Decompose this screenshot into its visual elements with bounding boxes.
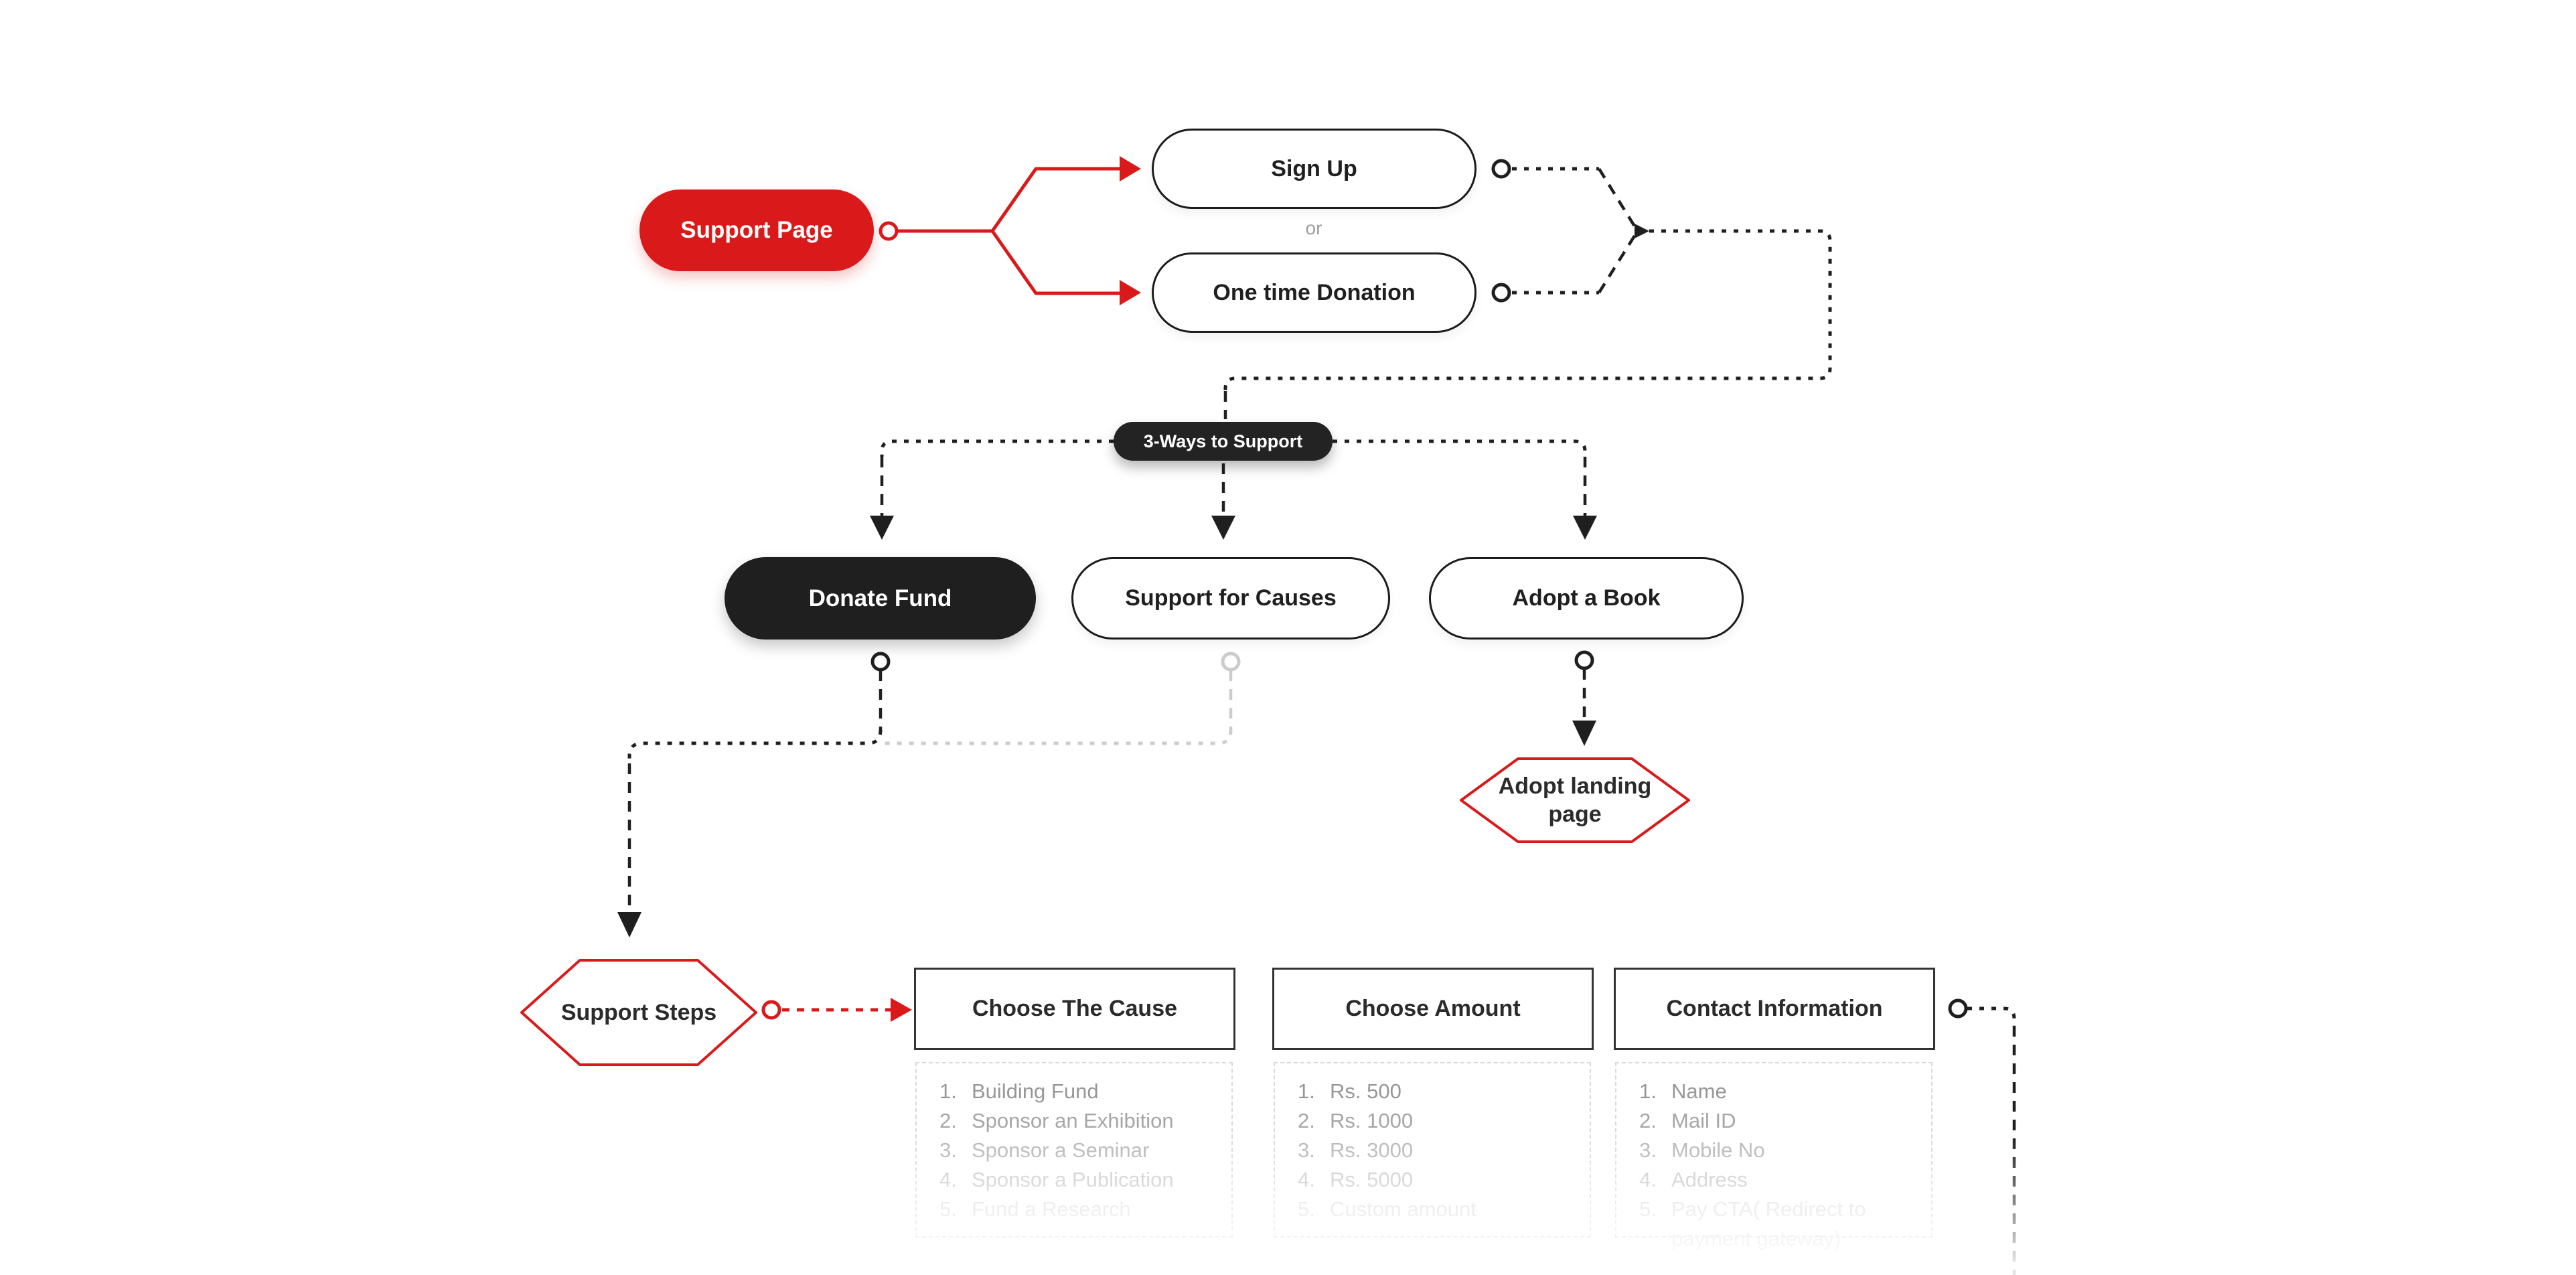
connector-ring-donate-fund	[870, 652, 891, 672]
dashed-diagonal-signup	[1598, 167, 1637, 230]
panel-contact-information: 1.Name 2.Mail ID 3.Mobile No 4.Address 5.Pay…	[1615, 1062, 1933, 1250]
connector-ring-support-causes-inactive	[1221, 652, 1241, 672]
connector-ring-signup	[1491, 159, 1511, 179]
red-arrowhead-signup-icon	[1120, 156, 1141, 181]
cause-list: 1.Building Fund 2.Sponsor an Exhibition 3.…	[939, 1077, 1225, 1224]
branch-right-dotted	[1333, 439, 1587, 457]
box-choose-the-cause: Choose The Cause	[914, 968, 1235, 1050]
box-choose-amount: Choose Amount	[1272, 968, 1594, 1050]
arrowhead-support-steps-icon	[617, 912, 641, 937]
contact-elbow-dotted	[1967, 1006, 2016, 1026]
node-support-for-causes-label: Support for Causes	[1125, 585, 1337, 611]
list-item: 5.Custom amount	[1298, 1197, 1476, 1221]
list-item: 3.Sponsor a Seminar	[939, 1138, 1150, 1162]
amount-list: 1.Rs. 500 2.Rs. 1000 3.Rs. 3000 4.Rs. 5000 5…	[1298, 1077, 1583, 1224]
or-separator-label: or	[1305, 218, 1322, 238]
merge-arrowhead-icon	[1635, 224, 1649, 238]
connector-ring-contact	[1948, 998, 1968, 1019]
arrowhead-adopt-book-icon	[1573, 516, 1597, 540]
dashed-diagonal-donation	[1598, 232, 1637, 294]
panel-choose-the-cause: 1.Building Fund 2.Sponsor an Exhibition 3.…	[915, 1062, 1233, 1238]
support-steps-hexagon	[520, 959, 757, 1066]
connector-ring-support-steps	[761, 1000, 781, 1020]
contact-list: 1.Name 2.Mail ID 3.Mobile No 4.Address 5.Pay…	[1639, 1077, 1924, 1254]
list-item: 5.Pay CTA( Redirect to payment gateway)	[1639, 1197, 1866, 1250]
node-donate-fund-label: Donate Fund	[808, 585, 952, 611]
node-adopt-a-book: Adopt a Book	[1429, 557, 1744, 640]
box-contact-information: Contact Information	[1614, 968, 1935, 1050]
box-choose-the-cause-title: Choose The Cause	[972, 996, 1178, 1021]
red-arrowhead-donation-icon	[1120, 280, 1141, 305]
connector-ring-donation	[1491, 283, 1511, 303]
red-arrowhead-steps-icon	[891, 998, 912, 1022]
node-three-ways: 3-Ways to Support	[1114, 422, 1333, 461]
branch-left-dotted	[880, 439, 1114, 457]
node-sign-up: Sign Up	[1152, 129, 1476, 209]
node-adopt-a-book-label: Adopt a Book	[1512, 585, 1661, 611]
donate-elbow-dotted	[627, 729, 883, 763]
list-item: 3.Rs. 3000	[1298, 1138, 1414, 1162]
list-item: 2.Mail ID	[1639, 1109, 1736, 1132]
connector-ring-adopt-book	[1574, 650, 1594, 670]
list-item: 4.Rs. 5000	[1298, 1168, 1414, 1191]
node-sign-up-label: Sign Up	[1271, 155, 1357, 181]
gray-elbow-dotted	[884, 729, 1233, 745]
node-adopt-landing-label: Adopt landing page	[1498, 773, 1652, 828]
panel-choose-amount: 1.Rs. 500 2.Rs. 1000 3.Rs. 3000 4.Rs. 5000 5…	[1274, 1062, 1591, 1238]
node-support-page: Support Page	[639, 190, 874, 271]
node-one-time-donation-label: One time Donation	[1213, 279, 1416, 305]
red-fork-lower-line	[990, 230, 1121, 295]
box-contact-information-title: Contact Information	[1666, 996, 1883, 1021]
node-support-page-label: Support Page	[680, 217, 833, 243]
node-support-steps-label: Support Steps	[560, 999, 717, 1025]
list-item: 1.Name	[1639, 1079, 1727, 1103]
list-item: 5.Fund a Research	[939, 1197, 1131, 1221]
node-support-for-causes: Support for Causes	[1071, 557, 1390, 640]
node-three-ways-label: 3-Ways to Support	[1143, 431, 1303, 451]
connector-ring-support-page	[879, 221, 899, 241]
list-item: 1.Building Fund	[939, 1079, 1099, 1103]
list-item: 4.Address	[1639, 1168, 1748, 1191]
arrowhead-support-causes-icon	[1211, 516, 1235, 540]
list-item: 2.Sponsor an Exhibition	[939, 1109, 1174, 1132]
arrowhead-donate-fund-icon	[870, 516, 894, 540]
list-item: 1.Rs. 500	[1298, 1079, 1401, 1103]
node-donate-fund: Donate Fund	[725, 557, 1036, 640]
adopt-landing-hexagon	[1460, 757, 1690, 843]
red-fork-upper-line	[897, 167, 1121, 233]
list-item: 4.Sponsor a Publication	[939, 1168, 1174, 1191]
list-item: 2.Rs. 1000	[1298, 1109, 1414, 1132]
node-one-time-donation: One time Donation	[1152, 252, 1476, 333]
arrowhead-adopt-landing-icon	[1572, 721, 1596, 746]
box-choose-amount-title: Choose Amount	[1345, 996, 1521, 1021]
list-item: 3.Mobile No	[1639, 1138, 1765, 1162]
